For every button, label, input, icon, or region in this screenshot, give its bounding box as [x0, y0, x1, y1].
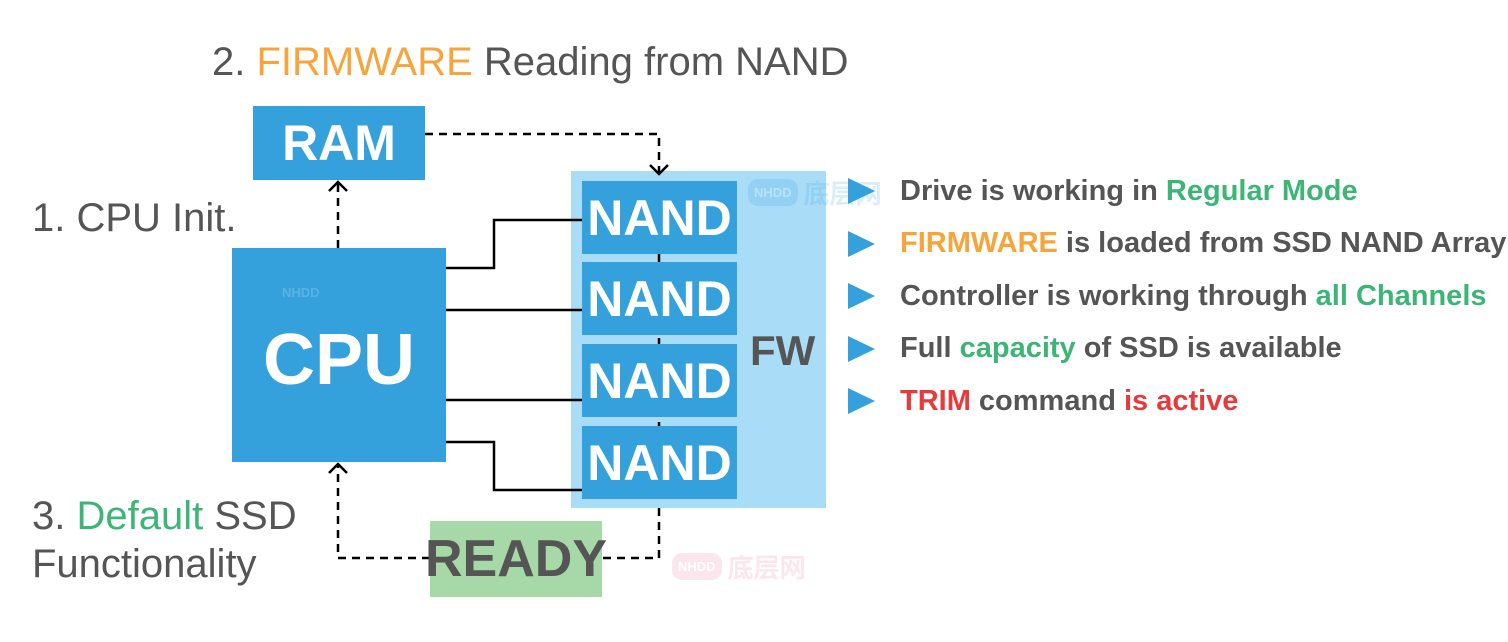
cpu-block: CPU	[232, 248, 446, 462]
firmware-label: FW	[750, 327, 816, 374]
watermark-logo: NHDD 底层网	[276, 274, 410, 311]
default-step-rest: SSD	[214, 494, 297, 538]
ready-block: READY	[425, 521, 607, 597]
nand-block: NAND	[582, 426, 737, 499]
firmware-step-title: 2. FIRMWARE Reading from NAND	[212, 42, 848, 82]
nand-block: NAND	[582, 262, 737, 335]
status-item: FIRMWARE is loaded from SSD NAND Array	[848, 218, 1506, 271]
status-item: TRIM command is active	[848, 375, 1506, 428]
triangle-right-icon	[848, 335, 875, 362]
nand-block: NAND	[582, 344, 737, 417]
nand-to-ready-connector	[602, 508, 661, 560]
ready-to-cpu-connector	[336, 466, 430, 560]
firmware-step-number: 2.	[212, 40, 246, 84]
default-step-highlight: Default	[76, 494, 204, 538]
cpu-init-step-title: 1. CPU Init.	[32, 196, 237, 240]
cpu-to-ram-arrowhead	[328, 180, 348, 192]
watermark-logo: NHDD 底层网	[748, 174, 882, 211]
status-item-text: Drive is working in Regular Mode	[900, 174, 1358, 207]
default-step-number: 3.	[32, 494, 66, 538]
channel-line-1	[446, 218, 582, 270]
channel-line-4	[446, 440, 582, 492]
status-item-text: Controller is working through all Channe…	[900, 279, 1487, 312]
status-item: Full capacity of SSD is available	[848, 323, 1506, 376]
ram-to-nand-arrowhead	[649, 164, 669, 176]
triangle-right-icon	[848, 178, 875, 205]
triangle-right-icon	[848, 283, 875, 310]
status-list: Drive is working in Regular Mode FIRMWAR…	[848, 165, 1506, 428]
nand-block: NAND	[582, 181, 737, 254]
ready-to-cpu-arrowhead	[328, 462, 348, 474]
status-item-text: Full capacity of SSD is available	[900, 332, 1342, 365]
default-step-line2: Functionality	[32, 542, 257, 586]
watermark-logo: NHDD 底层网	[672, 548, 806, 585]
ram-block: RAM	[253, 106, 425, 180]
default-step-title: 3. Default SSD Functionality	[32, 492, 297, 588]
triangle-right-icon	[848, 388, 875, 415]
status-item: Drive is working in Regular Mode	[848, 165, 1506, 218]
ram-to-nand-connector	[425, 132, 661, 172]
status-item: Controller is working through all Channe…	[848, 270, 1506, 323]
status-item-text: FIRMWARE is loaded from SSD NAND Array	[900, 227, 1507, 260]
status-item-text: TRIM command is active	[900, 384, 1239, 417]
triangle-right-icon	[848, 230, 875, 257]
firmware-step-rest: Reading from NAND	[483, 40, 849, 84]
firmware-step-highlight: FIRMWARE	[256, 40, 473, 84]
